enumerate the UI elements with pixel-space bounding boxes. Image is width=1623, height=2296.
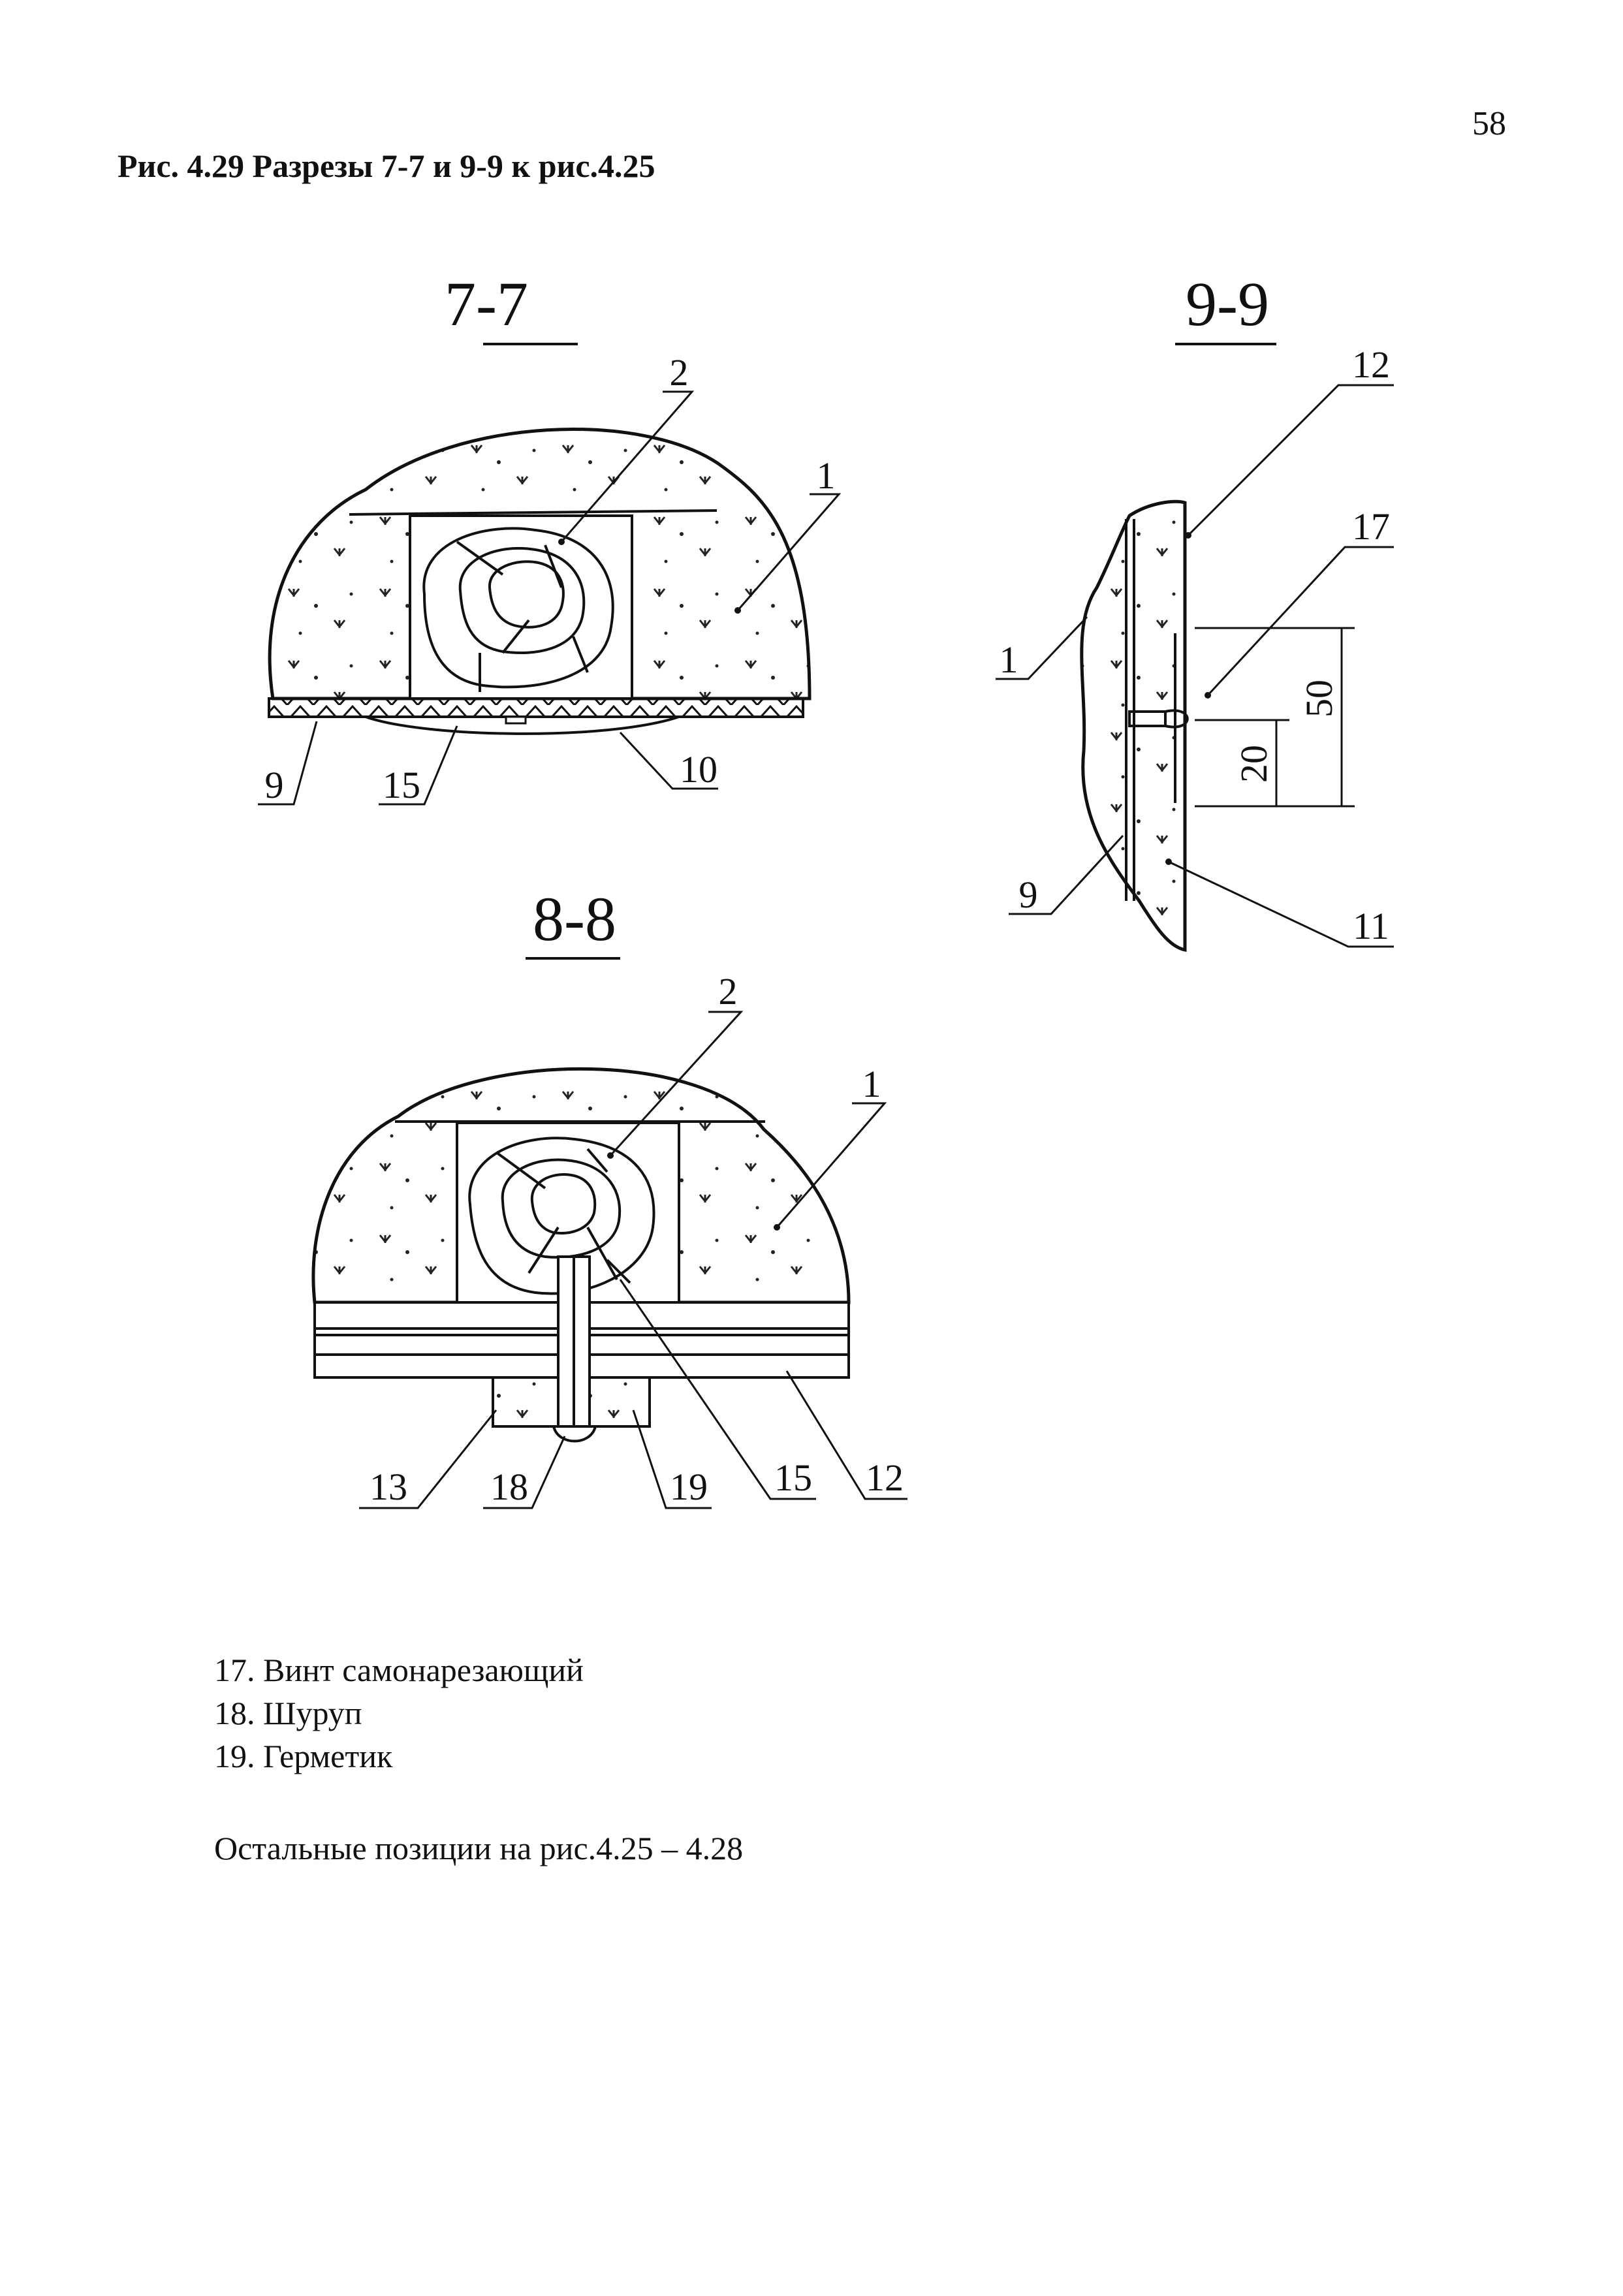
dimension-50: 50 — [1298, 680, 1340, 717]
label-8-8-2: 2 — [719, 970, 738, 1013]
label-8-8-13: 13 — [370, 1466, 407, 1508]
label-8-8-19: 19 — [670, 1466, 708, 1508]
fastener-block-8-8 — [492, 1255, 651, 1443]
label-8-8-12: 12 — [866, 1456, 904, 1499]
legend-item-17: 17. Винт самонарезающий — [214, 1652, 584, 1688]
bottom-strip-7-7 — [268, 697, 804, 718]
label-7-7-2: 2 — [670, 351, 689, 394]
log-cavity-7-7 — [409, 514, 633, 700]
label-8-8-15: 15 — [774, 1456, 812, 1499]
section-7-7-title: 7-7 — [445, 269, 528, 339]
note-other-positions: Остальные позиции на рис.4.25 – 4.28 — [214, 1830, 744, 1866]
label-8-8-18: 18 — [490, 1466, 528, 1508]
section-8-8-title: 8-8 — [533, 884, 616, 954]
log-rings-8-8 — [468, 1137, 655, 1295]
section-8-8: 8-8 2 1 13 18 — [311, 884, 907, 1509]
dimension-20: 20 — [1233, 745, 1275, 783]
legend: 17. Винт самонарезающий 18. Шуруп 19. Ге… — [214, 1648, 584, 1778]
label-9-9-17: 17 — [1352, 505, 1390, 548]
label-8-8-1: 1 — [862, 1063, 881, 1105]
label-9-9-1: 1 — [1000, 638, 1018, 681]
legend-item-19: 19. Герметик — [214, 1738, 393, 1774]
label-9-9-11: 11 — [1353, 905, 1389, 947]
section-9-9-title: 9-9 — [1186, 269, 1269, 339]
page-number: 58 — [1472, 105, 1506, 142]
label-7-7-9: 9 — [265, 764, 284, 806]
dimension-lines-9-9 — [1195, 627, 1355, 808]
figure-caption: Рис. 4.29 Разрезы 7-7 и 9-9 к рис.4.25 — [118, 148, 655, 184]
section-7-7: 7-7 2 1 9 15 10 — [258, 269, 842, 806]
label-9-9-9: 9 — [1019, 873, 1038, 916]
screw-9-9 — [1128, 709, 1189, 729]
label-7-7-10: 10 — [680, 748, 717, 791]
label-7-7-15: 15 — [383, 764, 420, 806]
label-9-9-12: 12 — [1352, 343, 1390, 386]
section-9-9: 9-9 50 20 12 17 1 9 11 — [996, 269, 1394, 952]
legend-item-18: 18. Шуруп — [214, 1695, 362, 1731]
log-rings-7-7 — [422, 527, 614, 692]
label-7-7-1: 1 — [817, 454, 836, 497]
